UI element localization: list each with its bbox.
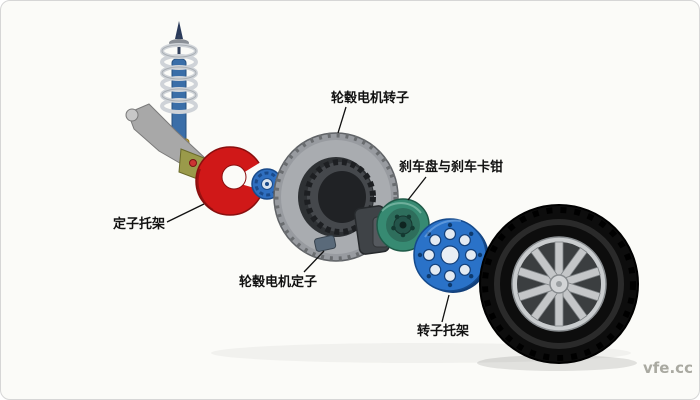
label-hub-motor-rotor: 轮毂电机转子	[331, 90, 409, 106]
label-rotor-bracket: 转子托架	[417, 323, 469, 339]
labels: 轮毂电机转子 刹车盘与刹车卡钳 定子托架 轮毂电机定子 转子托架	[112, 90, 503, 339]
hub-motor-stator	[314, 235, 337, 252]
pointer-rotor-bracket	[441, 294, 450, 323]
watermark: vfe.cc	[643, 359, 693, 377]
label-brake-disc-caliper: 刹车盘与刹车卡钳	[399, 159, 503, 175]
pointer-brake-disc-caliper	[407, 176, 427, 201]
suspension-strut-assembly	[125, 21, 219, 181]
pointer-lines	[166, 106, 450, 323]
tire	[479, 204, 639, 364]
rotor-bracket-disc	[413, 218, 489, 293]
label-hub-motor-stator: 轮毂电机定子	[239, 274, 317, 290]
wheel-rim	[511, 236, 607, 332]
pointer-stator-bracket	[166, 203, 205, 223]
pointer-hub-motor-stator	[303, 250, 325, 273]
label-stator-bracket: 定子托架	[112, 216, 165, 232]
pointer-hub-motor-rotor	[337, 106, 347, 134]
brake-disc	[376, 198, 430, 252]
